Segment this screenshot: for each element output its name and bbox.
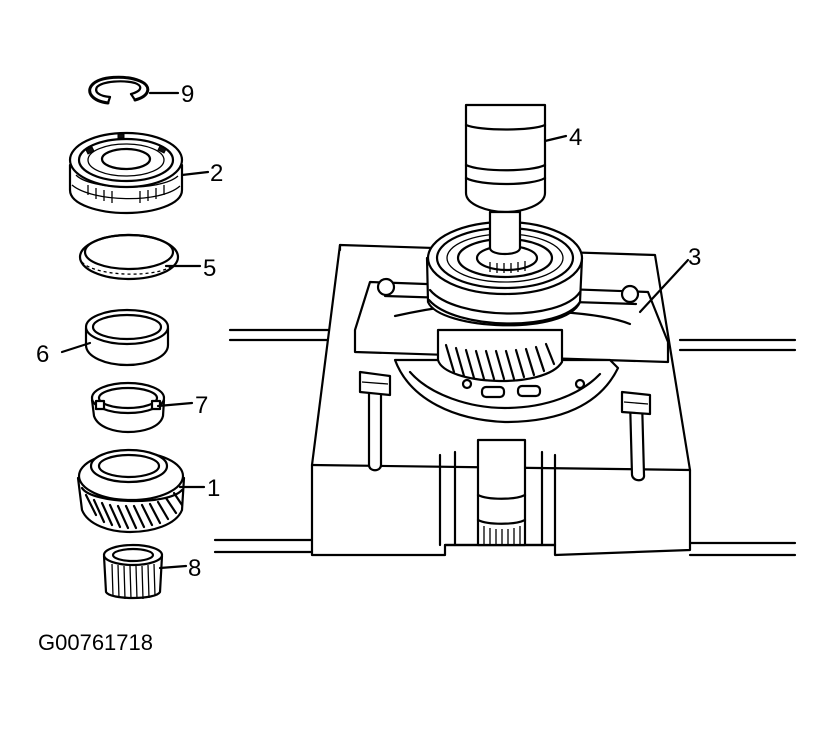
callout-3: 3 — [688, 244, 701, 271]
callout-7: 7 — [195, 392, 208, 419]
snap-ring-part-9 — [88, 75, 150, 105]
needle-bearing-part-8 — [102, 543, 164, 600]
callout-5: 5 — [203, 255, 216, 282]
callout-9: 9 — [181, 81, 194, 108]
helical-gear-part-1 — [76, 448, 186, 534]
inner-cone-part-6 — [84, 308, 170, 367]
callout-2: 2 — [210, 160, 223, 187]
press-ram-tool-4 — [464, 103, 547, 256]
synchronizer-ring-part-5 — [78, 233, 180, 281]
callout-1: 1 — [207, 475, 220, 502]
callout-leaders — [60, 91, 690, 570]
press-bed-rails — [213, 328, 797, 557]
synchronizer-assembly-part-2 — [68, 131, 184, 215]
callout-4: 4 — [569, 124, 582, 151]
shaft-lower — [476, 438, 527, 547]
outer-ring-part-7 — [90, 381, 166, 434]
callout-8: 8 — [188, 555, 201, 582]
figure-id: G00761718 — [38, 630, 153, 655]
callout-6: 6 — [36, 341, 49, 368]
gear-on-shaft — [436, 328, 564, 383]
